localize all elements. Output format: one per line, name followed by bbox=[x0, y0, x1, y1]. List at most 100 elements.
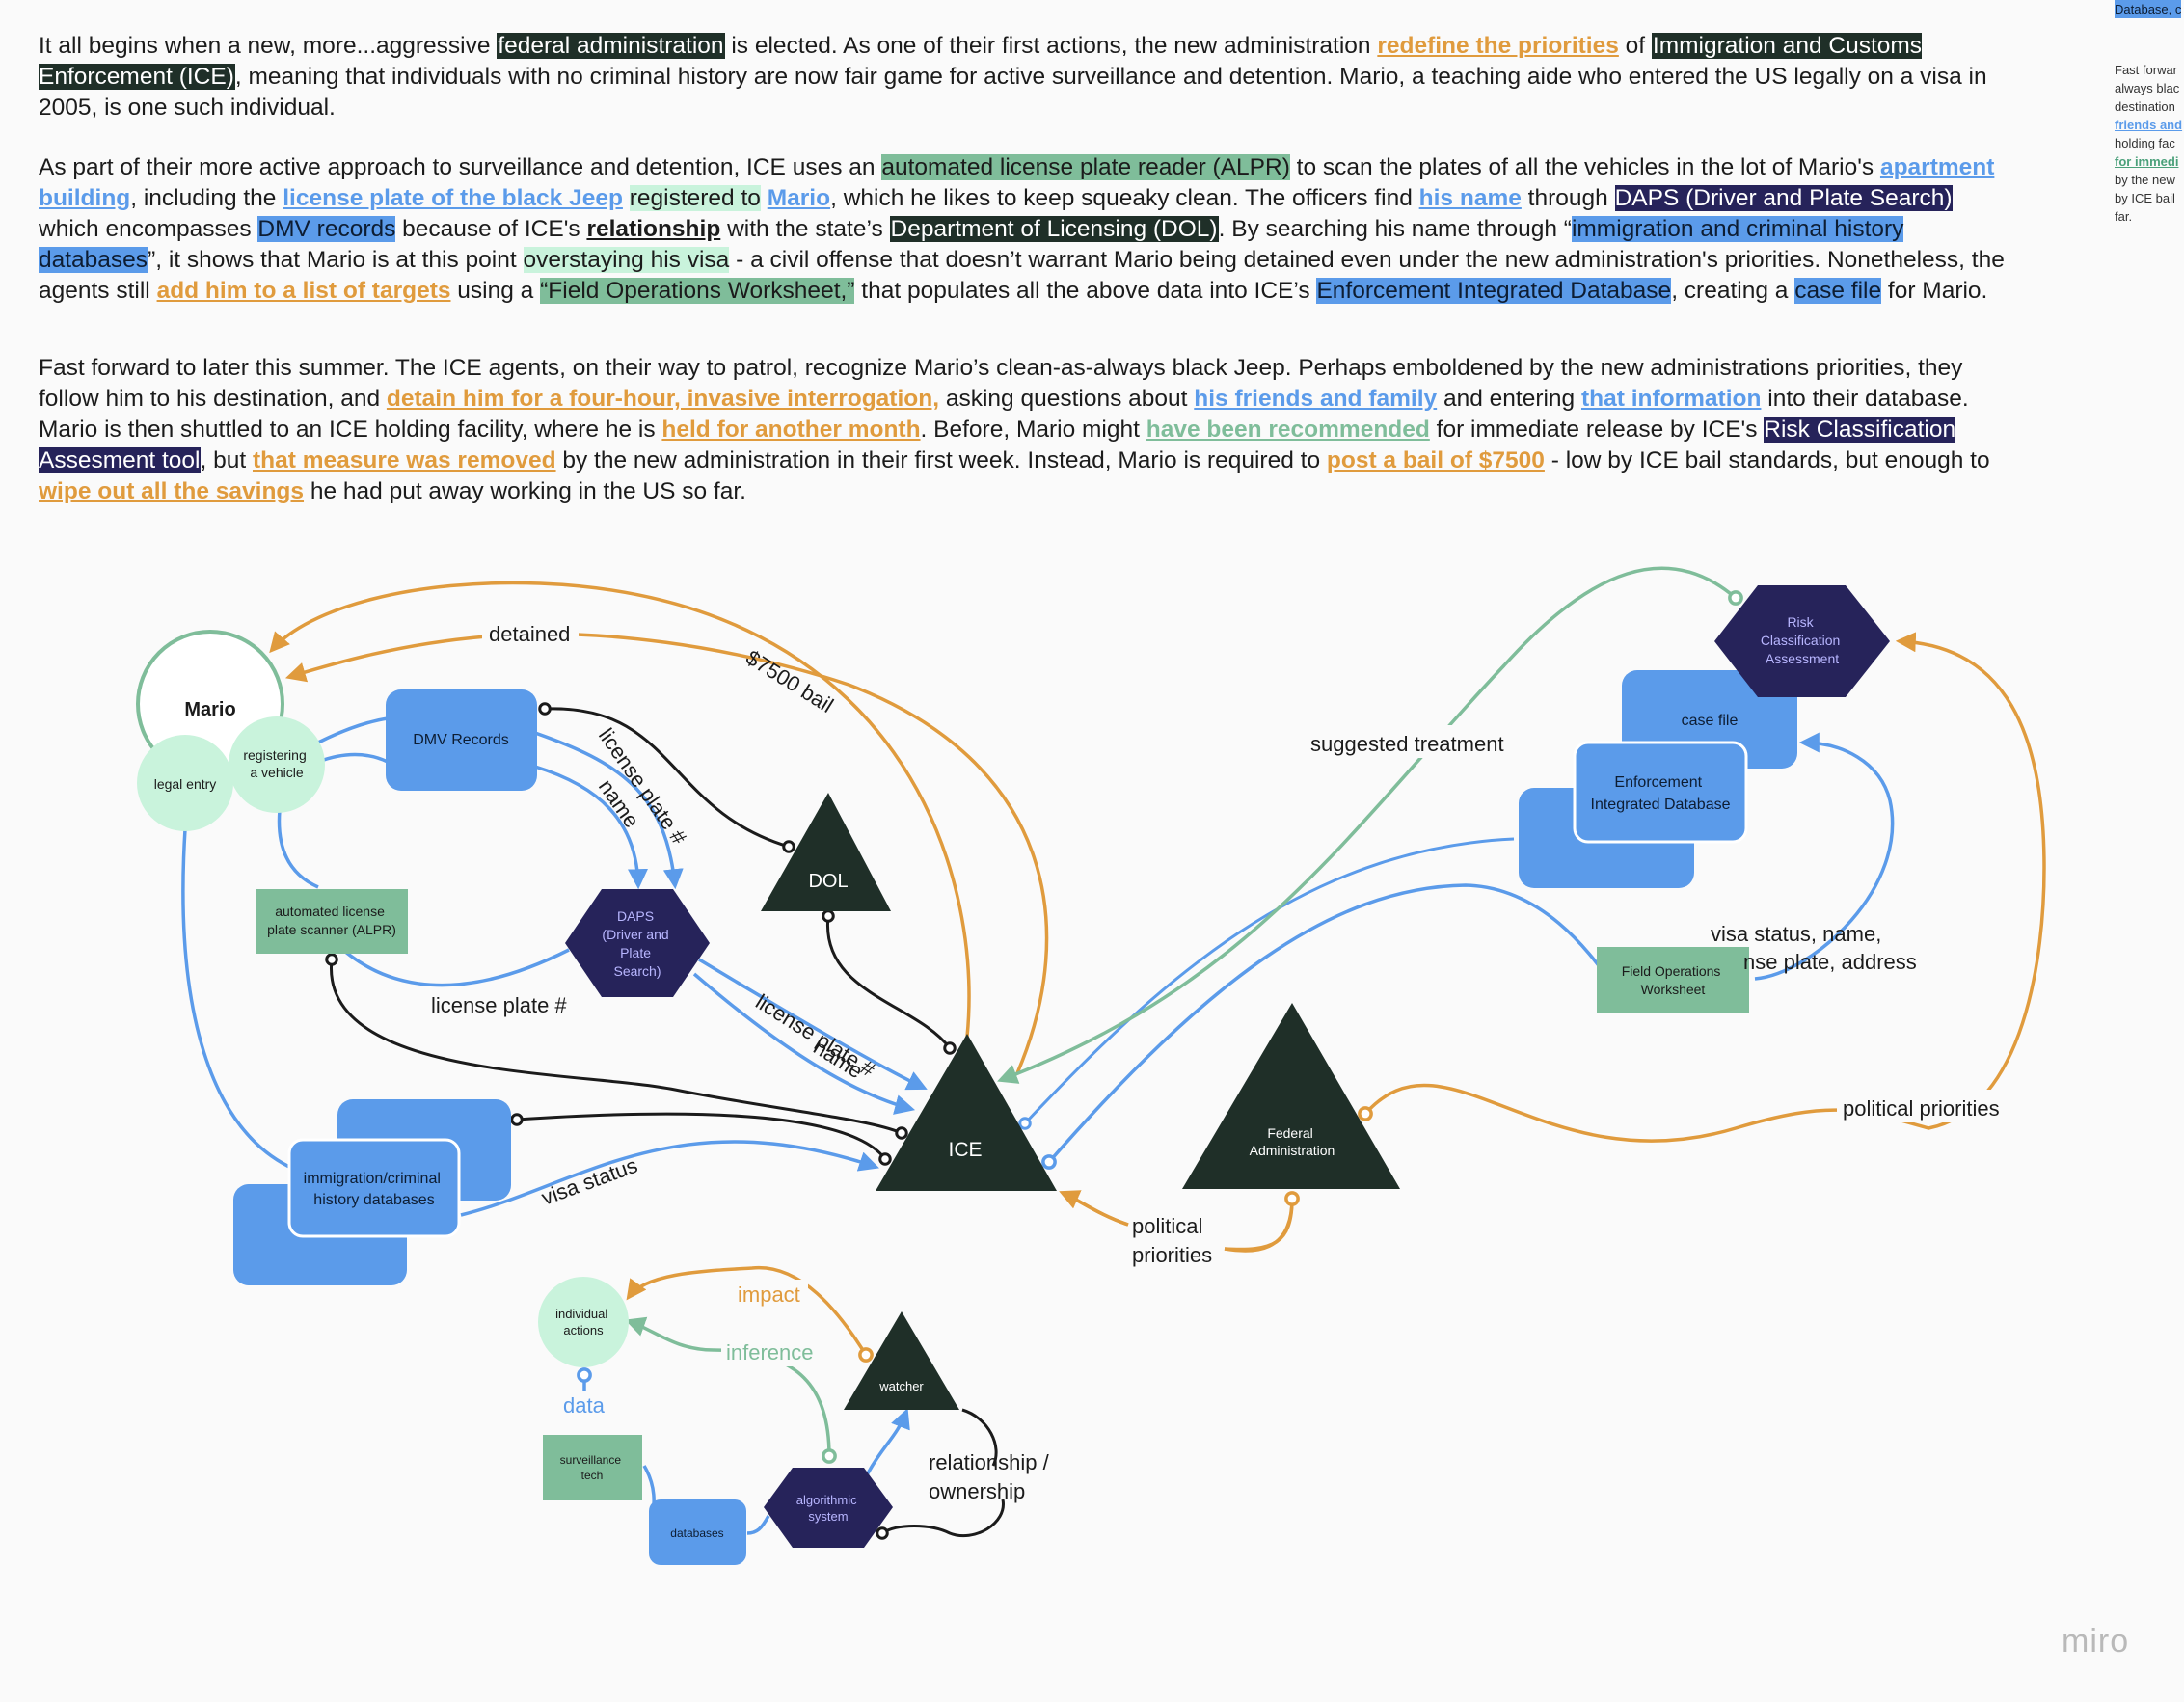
side-panel-line: always blac bbox=[2115, 81, 2180, 95]
highlight-hl-blue: DMV records bbox=[257, 216, 396, 242]
text-run: of bbox=[1618, 33, 1652, 59]
detained-label: detained bbox=[489, 622, 570, 646]
fow-label: Field Operations Worksheet bbox=[1622, 963, 1725, 997]
node-legal-entry: legal entry bbox=[137, 735, 233, 831]
dol-triangle[interactable] bbox=[761, 793, 891, 911]
federal-triangle[interactable] bbox=[1182, 1003, 1400, 1189]
text-run: for Mario. bbox=[1881, 278, 1988, 304]
highlight-hl-mint: registered to bbox=[629, 185, 761, 211]
legend: individual actions surveillance tech dat… bbox=[538, 1266, 1050, 1565]
registering-line-2: a vehicle bbox=[250, 765, 303, 780]
legend-individual-actions-label: individual actions bbox=[555, 1307, 611, 1337]
political-label-bg bbox=[1837, 1090, 2010, 1122]
immigration-db-front[interactable] bbox=[287, 1138, 461, 1238]
legend-inference-label: inference bbox=[726, 1340, 814, 1364]
highlight-hl-navy: DAPS (Driver and Plate Search) bbox=[1614, 185, 1953, 211]
side-panel-line: Fast forwar bbox=[2115, 63, 2178, 77]
daps-hexagon[interactable] bbox=[565, 889, 710, 997]
eid-box[interactable] bbox=[1573, 741, 1748, 844]
miro-watermark: miro bbox=[2062, 1623, 2130, 1660]
legend-relationship-label-1: relationship / bbox=[929, 1450, 1050, 1474]
legend-algorithmic-system bbox=[764, 1468, 893, 1548]
legend-surveillance-line-2: tech bbox=[581, 1469, 604, 1482]
legend-individual-actions bbox=[538, 1277, 629, 1367]
highlight-lk-orange[interactable]: that measure was removed bbox=[252, 447, 556, 473]
legend-individual-line-1: individual bbox=[555, 1307, 607, 1321]
legal-entry-circle bbox=[137, 735, 233, 831]
node-dmv-records[interactable]: DMV Records bbox=[386, 689, 537, 791]
edge-federal-dot bbox=[1224, 1191, 1300, 1252]
alpr-box[interactable] bbox=[256, 889, 408, 954]
alpr-line-1: automated license bbox=[275, 904, 385, 919]
text-run: through bbox=[1521, 185, 1615, 211]
highlight-hl-blue: case file bbox=[1794, 278, 1882, 304]
edge-ice-mario-detained bbox=[269, 581, 971, 1038]
story-text: It all begins when a new, more...aggress… bbox=[39, 31, 2006, 536]
daps-label: DAPS (Driver and Plate Search) bbox=[602, 908, 672, 979]
node-daps[interactable]: DAPS (Driver and Plate Search) bbox=[565, 889, 710, 997]
highlight-lk-orange[interactable]: post a bail of $7500 bbox=[1326, 447, 1545, 473]
node-immigration-db[interactable]: immigration/criminal history databases bbox=[233, 1099, 511, 1285]
text-run: ”, it shows that Mario is at this point bbox=[148, 247, 524, 273]
highlight-lk-orange[interactable]: held for another month bbox=[661, 417, 921, 443]
text-run: . Before, Mario might bbox=[920, 417, 1146, 443]
node-enforcement-db-group[interactable]: case file Enforcement Integrated Databas… bbox=[1519, 670, 1797, 888]
story-paragraph-1: It all begins when a new, more...aggress… bbox=[39, 31, 2006, 123]
highlight-lk-blue[interactable]: Mario bbox=[767, 185, 831, 211]
node-ice[interactable]: ICE bbox=[876, 1034, 1057, 1191]
federal-line-1: Federal bbox=[1267, 1125, 1312, 1141]
dmv-records-label: DMV Records bbox=[413, 732, 509, 748]
highlight-lk-blue[interactable]: his friends and family bbox=[1194, 386, 1438, 412]
legend-surveillance-label: surveillance tech bbox=[560, 1453, 625, 1482]
text-run: because of ICE's bbox=[395, 216, 587, 242]
node-alpr[interactable]: automated license plate scanner (ALPR) bbox=[256, 889, 408, 954]
risk-hexagon[interactable] bbox=[1714, 585, 1890, 697]
legend-individual-line-2: actions bbox=[563, 1323, 604, 1337]
text-run: to scan the plates of all the vehicles i… bbox=[1289, 154, 1880, 180]
highlight-lk-blue[interactable]: license plate of the black Jeep bbox=[283, 185, 623, 211]
ice-triangle[interactable] bbox=[876, 1034, 1057, 1191]
node-risk-classification[interactable]: Risk Classification Assessment bbox=[1714, 585, 1890, 697]
text-run: , creating a bbox=[1671, 278, 1795, 304]
text-run: - a civil offense that doesn’t warrant M… bbox=[39, 247, 2005, 304]
highlight-lk-blue[interactable]: apartment building bbox=[39, 154, 1995, 211]
highlight-lk-orange[interactable]: detain him for a four-hour, invasive int… bbox=[386, 386, 940, 412]
visa-status-label: visa status bbox=[538, 1153, 640, 1210]
node-field-operations[interactable]: Field Operations Worksheet bbox=[1597, 947, 1749, 1013]
eid-label: Enforcement Integrated Database bbox=[1591, 774, 1731, 813]
daps-line-1: DAPS bbox=[617, 908, 654, 924]
highlight-lk-teal[interactable]: have been recommended bbox=[1146, 417, 1430, 443]
text-run: As part of their more active approach to… bbox=[39, 154, 882, 180]
highlight-hl-green: automated license plate reader (ALPR) bbox=[881, 154, 1290, 180]
node-dol[interactable]: DOL bbox=[761, 793, 891, 911]
legend-edge-relationship bbox=[882, 1408, 1005, 1536]
edge-registering-alpr bbox=[277, 809, 319, 889]
highlight-lk-dark[interactable]: relationship bbox=[586, 216, 721, 242]
dol-label: DOL bbox=[808, 871, 848, 892]
highlight-lk-blue[interactable]: his name bbox=[1418, 185, 1522, 211]
legend-inference-bg bbox=[721, 1337, 822, 1366]
highlight-lk-orange[interactable]: redefine the priorities bbox=[1377, 33, 1619, 59]
text-run: is elected. As one of their first action… bbox=[724, 33, 1378, 59]
node-federal-administration[interactable]: Federal Administration bbox=[1182, 1003, 1400, 1189]
text-run: , including the bbox=[130, 185, 283, 211]
registering-label: registering a vehicle bbox=[243, 747, 310, 780]
federal-label: Federal Administration bbox=[1250, 1125, 1335, 1158]
registering-circle bbox=[229, 716, 325, 813]
legend-algorithmic-label: algorithmic system bbox=[796, 1493, 860, 1524]
fow-box[interactable] bbox=[1597, 947, 1749, 1013]
federal-line-2: Administration bbox=[1250, 1143, 1335, 1158]
legend-impact-bg bbox=[731, 1280, 808, 1309]
highlight-lk-orange[interactable]: wipe out all the savings bbox=[39, 478, 305, 504]
text-run: , but bbox=[200, 447, 253, 473]
legend-databases-label: databases bbox=[670, 1526, 723, 1540]
legend-edge-impact bbox=[626, 1266, 874, 1363]
text-run: using a bbox=[450, 278, 541, 304]
dmv-records-box[interactable] bbox=[386, 689, 537, 791]
eid-line-2: Integrated Database bbox=[1591, 797, 1731, 813]
highlight-lk-blue[interactable]: that information bbox=[1580, 386, 1762, 412]
highlight-lk-orange[interactable]: add him to a list of targets bbox=[156, 278, 451, 304]
license-plate-label-2: license plate # bbox=[431, 993, 567, 1017]
legend-data-label: data bbox=[563, 1393, 606, 1418]
